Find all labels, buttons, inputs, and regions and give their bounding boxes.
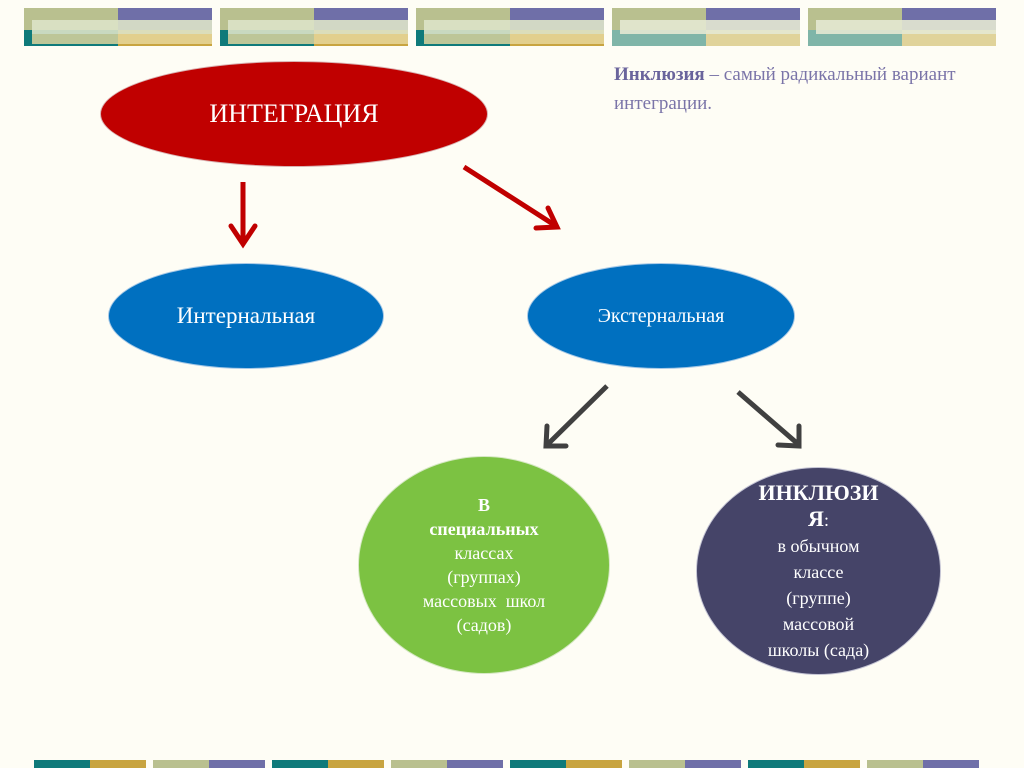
footer-block	[748, 760, 860, 768]
footer-block	[34, 760, 146, 768]
special-title-line1: В	[477, 495, 490, 515]
header-block	[416, 8, 604, 46]
inclusion-title-line2: Я	[808, 505, 824, 531]
node-integration-label: ИНТЕГРАЦИЯ	[209, 99, 379, 128]
arrow-external-to-special	[543, 384, 609, 449]
inclusion-title-line1: ИНКЛЮЗИ	[758, 479, 879, 505]
footer-block	[510, 760, 622, 768]
special-line: классах	[454, 543, 514, 563]
special-line: (садов)	[456, 615, 512, 635]
footer-block	[629, 760, 741, 768]
special-line: массовых школ	[422, 591, 546, 611]
inclusion-note: Инклюзия – самый радикальный вариант инт…	[614, 60, 974, 118]
node-special-classes: В специальных классах (группах) массовых…	[358, 456, 610, 674]
node-inclusion: ИНКЛЮЗИ Я: в обычном классе (группе) мас…	[696, 467, 941, 675]
inclusion-line: классе	[793, 561, 844, 582]
node-external: Экстернальная	[527, 263, 795, 369]
header-block	[24, 8, 212, 46]
header-block	[808, 8, 996, 46]
note-definition: – самый радикальный вариант интеграции.	[614, 64, 956, 114]
inclusion-title-line2-wrap: Я:	[808, 506, 829, 533]
inclusion-line: в обычном	[777, 535, 860, 556]
node-internal: Интернальная	[108, 263, 384, 369]
arrow-external-to-inclusion	[736, 390, 802, 449]
arrow-root-to-external	[462, 164, 561, 231]
inclusion-line: школы (сада)	[767, 639, 870, 660]
note-term: Инклюзия	[614, 64, 705, 85]
special-title-line2: специальных	[429, 519, 539, 539]
footer-block	[272, 760, 384, 768]
inclusion-line: (группе)	[786, 587, 851, 608]
node-external-label: Экстернальная	[597, 304, 725, 327]
inclusion-line: массовой	[782, 613, 855, 634]
inclusion-colon: :	[823, 509, 829, 530]
header-block	[220, 8, 408, 46]
node-internal-label: Интернальная	[176, 303, 316, 328]
header-block	[612, 8, 800, 46]
node-integration: ИНТЕГРАЦИЯ	[100, 61, 488, 167]
footer-block	[867, 760, 979, 768]
footer-block	[391, 760, 503, 768]
arrow-root-to-internal	[228, 182, 258, 249]
special-line: (группах)	[447, 567, 521, 587]
footer-block	[153, 760, 265, 768]
